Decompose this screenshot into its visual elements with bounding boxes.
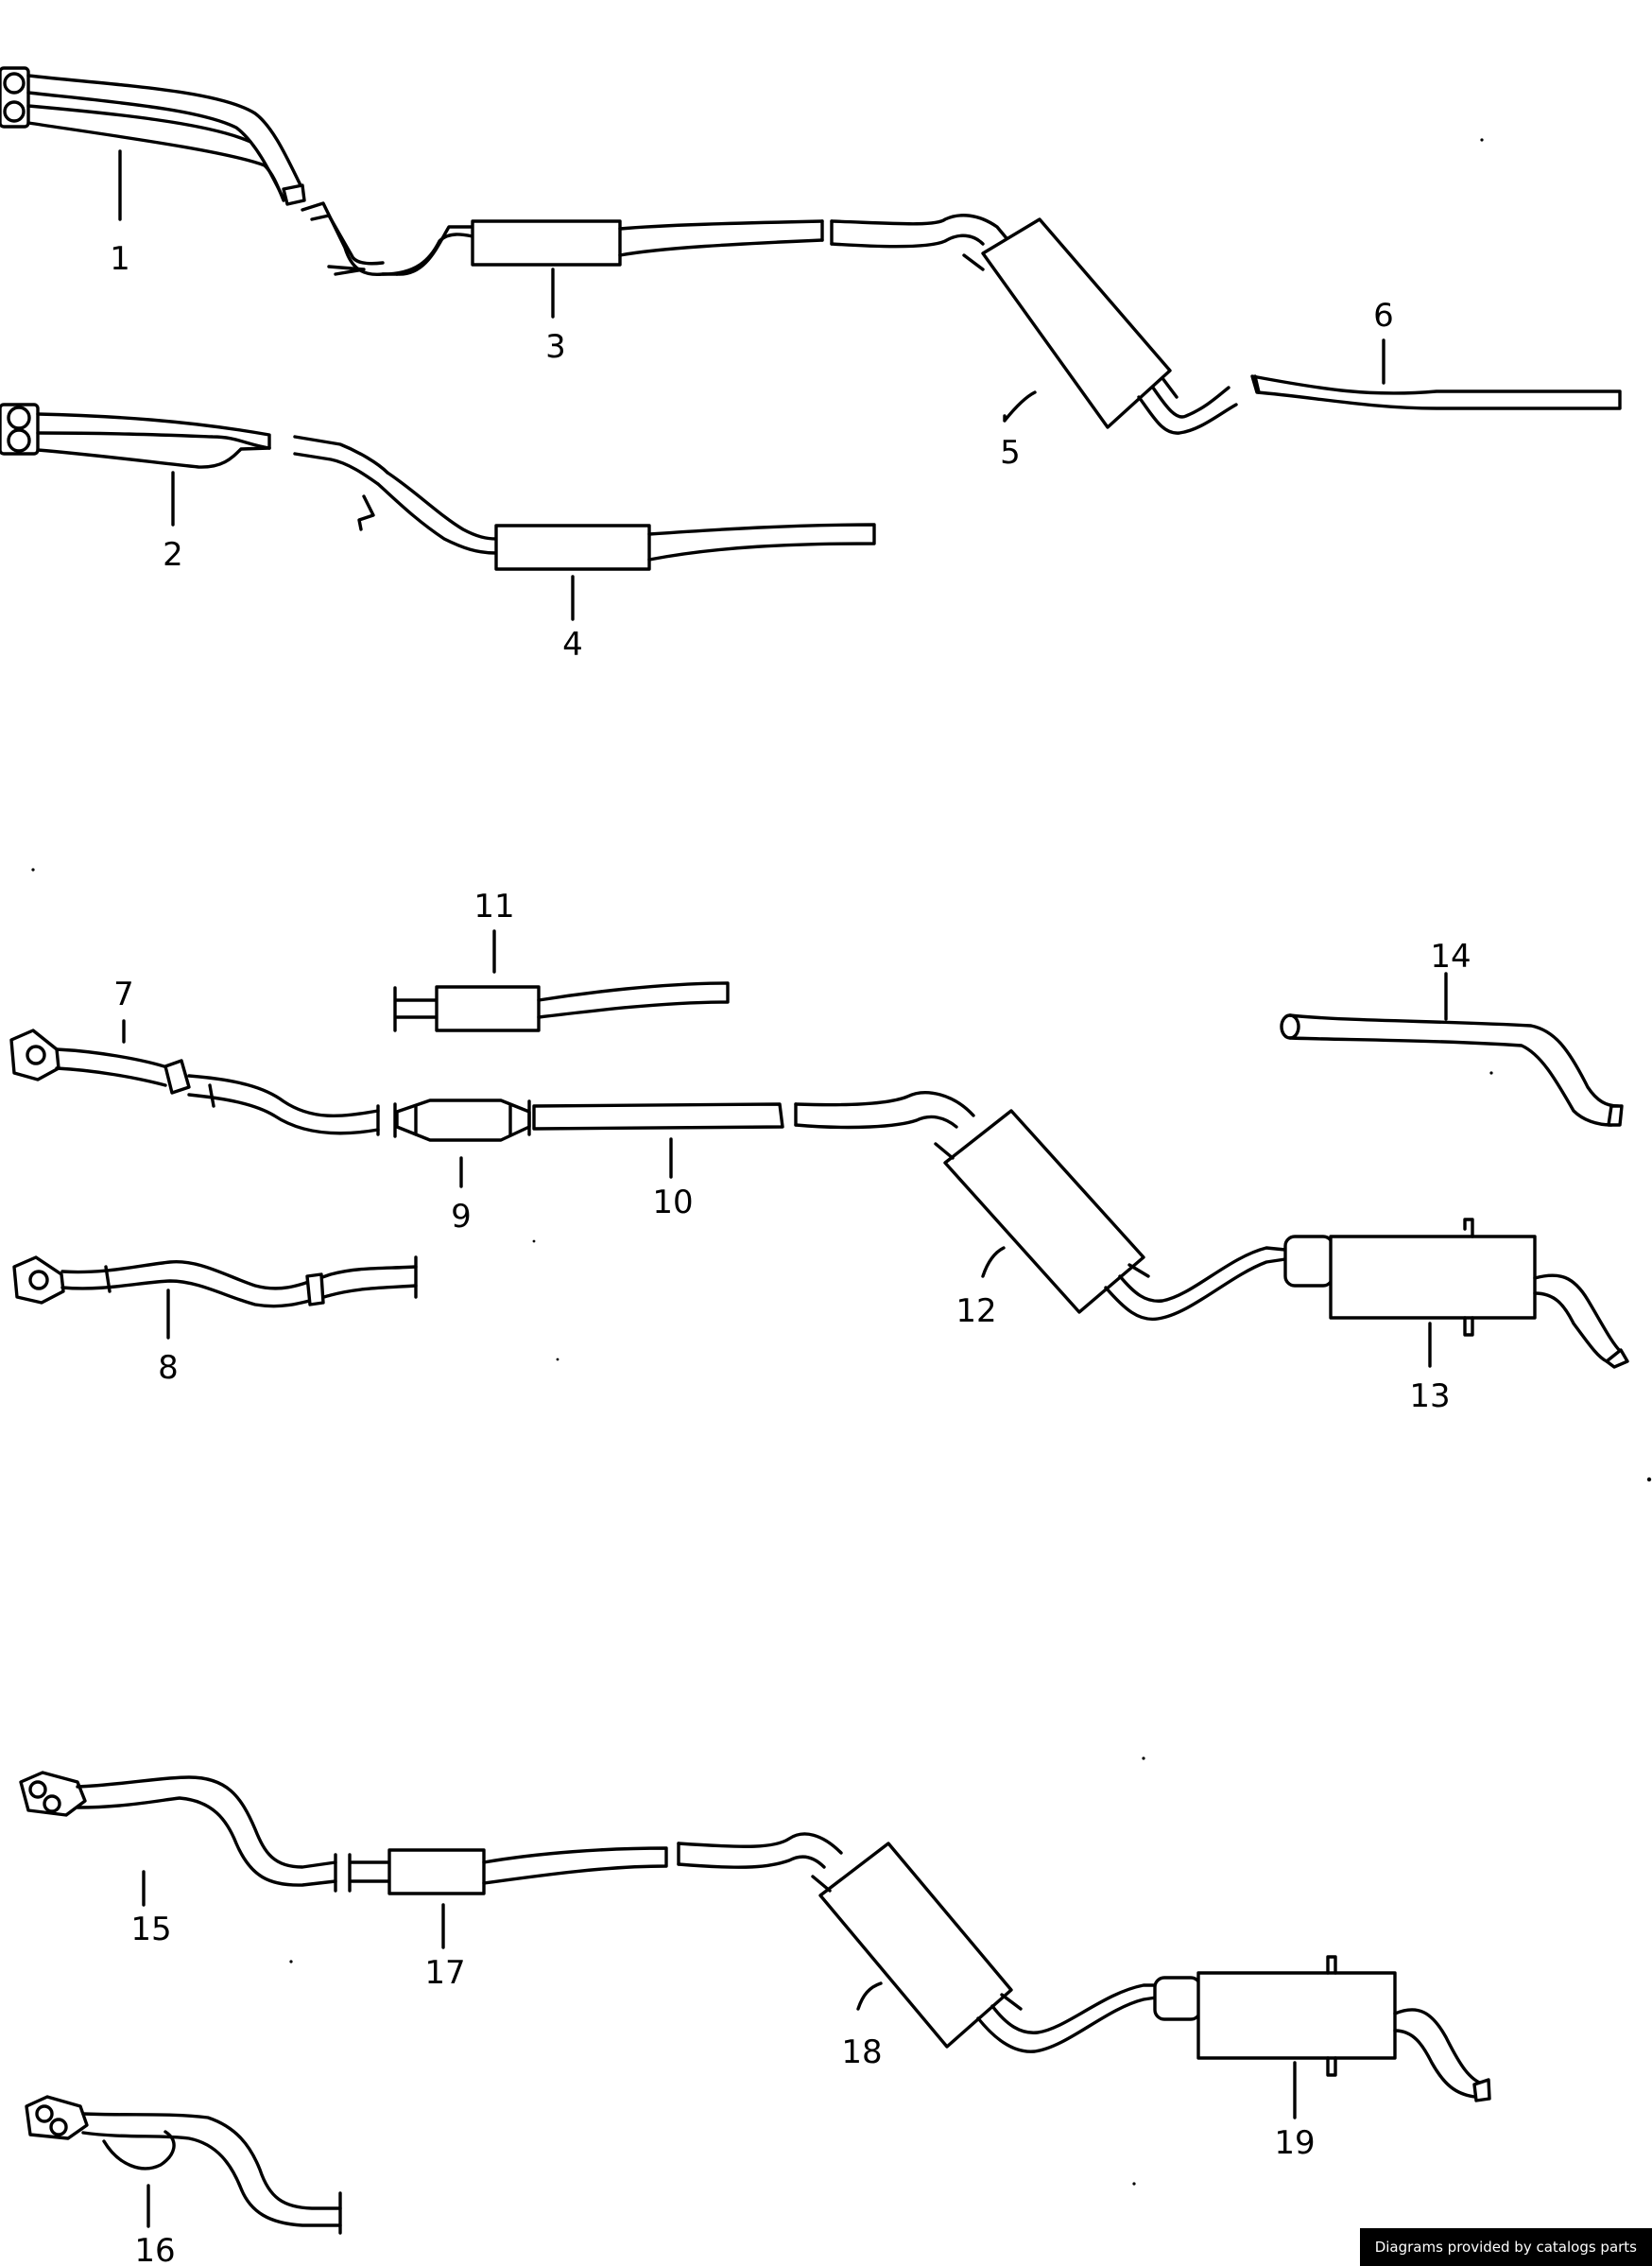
part-number-7[interactable]: 7 <box>113 976 134 1013</box>
part-4-silencer[interactable] <box>293 435 876 571</box>
part-number-14[interactable]: 14 <box>1430 938 1471 976</box>
part-number-6[interactable]: 6 <box>1373 297 1394 335</box>
part-number-9[interactable]: 9 <box>451 1198 472 1236</box>
part-3-front-silencer[interactable] <box>301 201 824 277</box>
part-11-center-silencer[interactable] <box>393 981 730 1032</box>
part-10-intermediate-pipe[interactable] <box>527 1099 784 1136</box>
scan-specks <box>31 138 1652 2186</box>
credit-banner: Diagrams provided by catalogs parts <box>1359 2228 1652 2266</box>
part-number-18[interactable]: 18 <box>841 2033 882 2071</box>
leader-lines <box>118 149 1448 2228</box>
part-number-13[interactable]: 13 <box>1409 1377 1450 1415</box>
part-2-front-pipe[interactable] <box>0 403 271 469</box>
part-15-front-pipe[interactable] <box>19 1771 337 1893</box>
part-18-rear-silencer[interactable] <box>677 1832 1164 2053</box>
part-number-2[interactable]: 2 <box>163 536 183 574</box>
part-number-17[interactable]: 17 <box>424 1954 465 1992</box>
part-number-19[interactable]: 19 <box>1274 2124 1315 2162</box>
part-number-4[interactable]: 4 <box>562 626 583 664</box>
part-7-front-pipe[interactable] <box>9 1029 380 1136</box>
part-number-11[interactable]: 11 <box>473 888 514 925</box>
part-number-5[interactable]: 5 <box>1000 434 1021 472</box>
part-number-12[interactable]: 12 <box>955 1292 996 1330</box>
part-number-3[interactable]: 3 <box>545 328 566 366</box>
part-13-rear-muffler[interactable] <box>1283 1218 1629 1369</box>
part-19-rear-muffler[interactable] <box>1153 1955 1491 2102</box>
part-numbers: 1 2 3 4 5 6 7 8 9 10 11 12 13 14 15 16 1… <box>110 240 1471 2266</box>
part-14-tailpipe[interactable] <box>1280 1013 1624 1127</box>
part-number-1[interactable]: 1 <box>110 240 130 278</box>
part-5-rear-silencer[interactable] <box>830 214 1238 435</box>
part-6-tailpipe[interactable] <box>1250 374 1622 410</box>
part-number-16[interactable]: 16 <box>134 2232 175 2266</box>
part-17-center-silencer[interactable] <box>348 1846 668 1895</box>
part-16-front-pipe[interactable] <box>25 2095 342 2235</box>
part-number-15[interactable]: 15 <box>130 1911 171 1948</box>
part-number-8[interactable]: 8 <box>158 1349 179 1387</box>
part-1-front-pipe[interactable] <box>0 66 306 206</box>
part-9-catalytic-converter[interactable] <box>393 1098 531 1142</box>
part-8-front-pipe[interactable] <box>12 1255 418 1308</box>
part-12-rear-silencer[interactable] <box>794 1091 1287 1322</box>
part-number-10[interactable]: 10 <box>652 1184 693 1221</box>
